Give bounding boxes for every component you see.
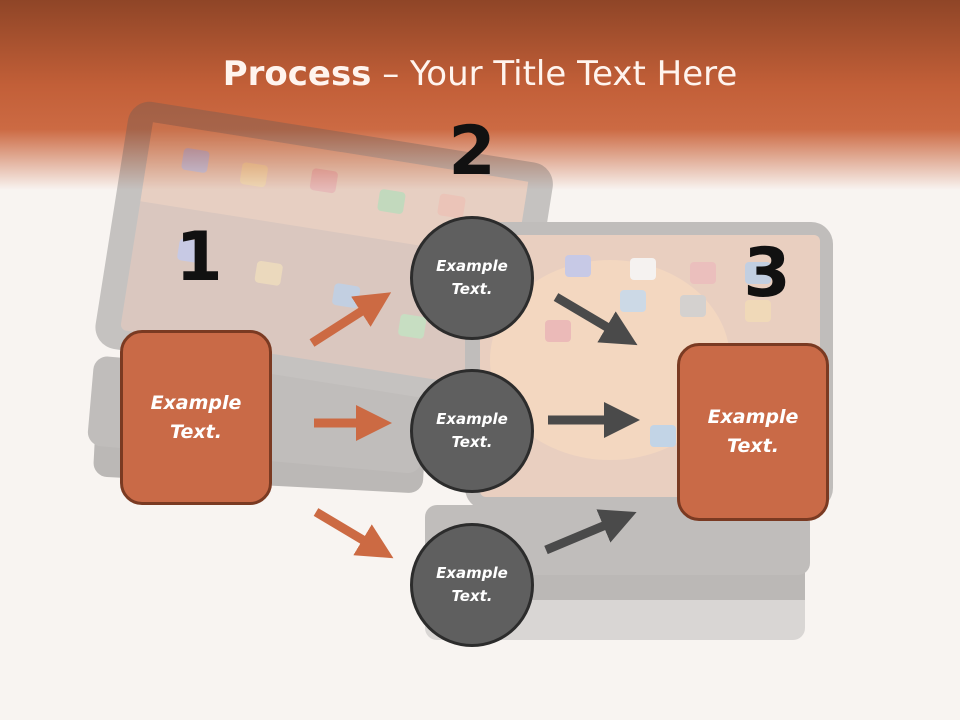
left-box-label: Example Text. xyxy=(150,391,242,443)
circle-top[interactable]: Example Text. xyxy=(410,216,534,340)
title-bold: Process xyxy=(222,54,372,94)
right-box-label: Example Text. xyxy=(707,406,799,457)
circle-middle-label: Example Text. xyxy=(436,410,508,451)
circle-middle[interactable]: Example Text. xyxy=(410,369,534,493)
header-band xyxy=(0,0,960,190)
left-text-box[interactable]: Example Text. xyxy=(120,330,272,505)
right-text-box[interactable]: Example Text. xyxy=(677,343,829,521)
title-rest: – Your Title Text Here xyxy=(371,54,738,94)
slide-title: Process – Your Title Text Here xyxy=(0,52,960,96)
circle-bottom[interactable]: Example Text. xyxy=(410,523,534,647)
circle-bottom-label: Example Text. xyxy=(436,564,508,605)
circle-top-label: Example Text. xyxy=(436,257,508,298)
step-number-3: 3 xyxy=(743,234,791,313)
arrow-left-to-top xyxy=(309,292,392,347)
step-number-1: 1 xyxy=(175,218,223,297)
arrow-bottom-to-right xyxy=(544,509,637,555)
arrow-top-to-right xyxy=(553,293,638,346)
step-number-2: 2 xyxy=(448,112,496,191)
arrow-left-to-bottom xyxy=(313,508,394,559)
